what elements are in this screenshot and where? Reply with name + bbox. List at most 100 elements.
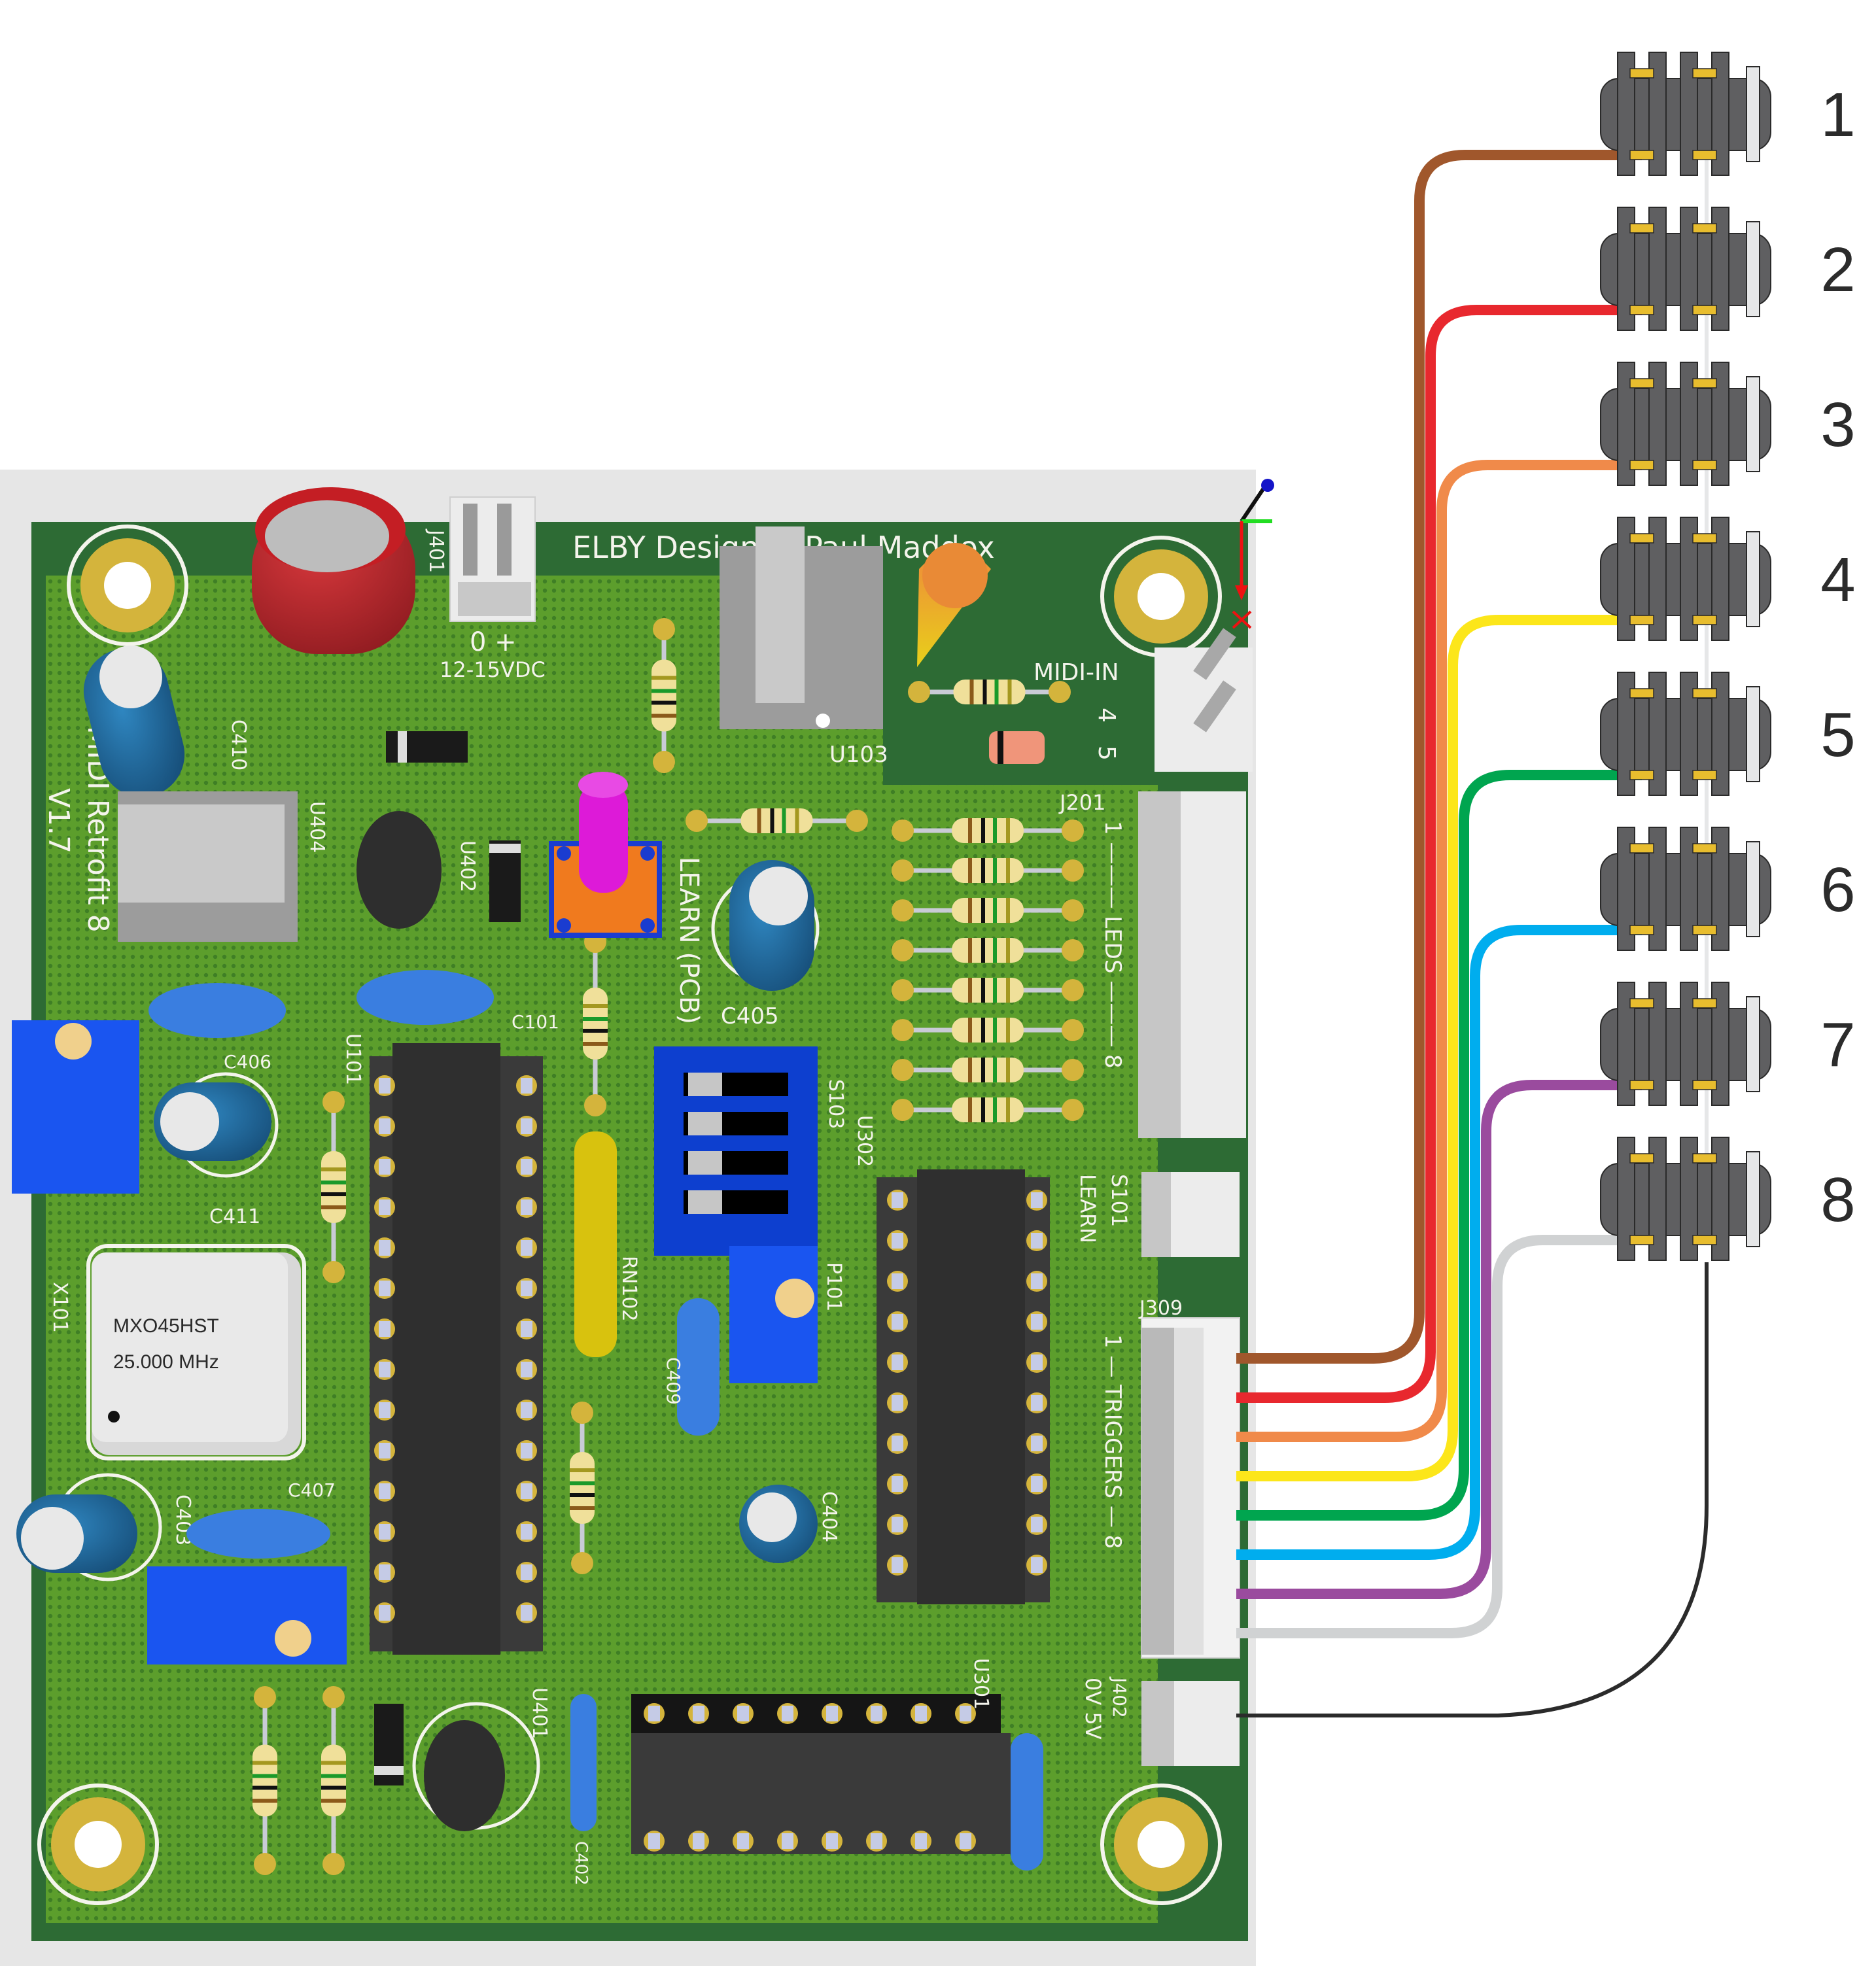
ic-pin-lead [379,1362,391,1377]
c402-ref: C402 [571,1841,591,1886]
jack-5: 5 [1600,672,1856,796]
ic-pin-lead [1031,1314,1043,1330]
oscillator-x101 [86,1244,306,1460]
ic-pin-lead [782,1833,793,1849]
ic-pin-lead [521,1199,532,1215]
capacitor-c406 [148,983,286,1038]
c410-ref: C410 [227,719,250,770]
ic-pin-lead [892,1314,903,1330]
capacitor-c411 [154,1072,279,1178]
ic-pin-lead [892,1192,903,1208]
ic-pin-lead [1031,1233,1043,1249]
trigger-wire-5 [1236,770,1642,1521]
ic-pin-lead [826,1833,838,1849]
dip-switch-toggle [688,1151,722,1175]
c409-ref: C409 [663,1357,684,1405]
ic-pin-lead [521,1118,532,1134]
ic-pin-lead [379,1402,391,1418]
ic-pin-lead [892,1233,903,1249]
u301-ref: U301 [969,1658,992,1710]
dip-switch-toggle [688,1112,722,1135]
capacitor-c407 [186,1509,330,1559]
rn102-ref: RN102 [617,1256,640,1322]
jack-7: 7 [1600,982,1856,1106]
capacitor-c101 [356,970,494,1025]
jack-number: 1 [1820,80,1855,150]
ic-pin-lead [521,1524,532,1540]
ic-pin-lead [1031,1273,1043,1289]
ic-pin-lead [521,1402,532,1418]
resistor [321,1686,346,1875]
ic-u103 [720,526,883,729]
ic-pin-lead [521,1483,532,1499]
jack-number: 6 [1820,855,1855,925]
ic-pin-lead [648,1706,660,1721]
c405-ref: C405 [721,1003,779,1029]
ic-pin-lead [521,1564,532,1580]
power-polarity: 0 + [470,627,517,657]
trigger-wire-2 [1236,305,1642,1403]
ic-pin-lead [915,1833,927,1849]
ic-pin-lead [379,1321,391,1337]
midi-connector [1155,628,1253,772]
ic-pin-lead [521,1362,532,1377]
ic-pin-lead [1031,1354,1043,1370]
midi-pin-5: 5 [1093,746,1120,761]
ic-pin-lead [521,1443,532,1458]
ic-pin-lead [693,1833,704,1849]
ic-pin-lead [871,1833,882,1849]
oscillator-frequency: 25.000 MHz [113,1351,219,1373]
ic-pin-lead [960,1833,971,1849]
u402-ref: U402 [456,840,479,892]
jack-number: 5 [1820,700,1855,770]
ic-pin-lead [521,1605,532,1621]
learn-pcb-label: LEARN (PCB) [674,857,704,1024]
u101-ref: U101 [341,1033,364,1085]
jack-2: 2 [1600,207,1856,331]
ic-pin-lead [648,1833,660,1849]
ic-pin-lead [737,1833,749,1849]
transistor-u402 [356,811,442,929]
power-connector-j401 [449,496,536,622]
triggers-label: 1 — TRIGGERS — 8 [1100,1334,1126,1549]
ic-pin-lead [1031,1557,1043,1573]
triggers-connector-j309 [1141,1317,1240,1659]
ic-pin-lead [892,1436,903,1451]
trigger-wire-4 [1236,615,1642,1481]
resistor [892,1097,1084,1122]
bulk-capacitor [252,487,415,654]
ic-pin-lead [379,1524,391,1540]
mounting-hole [37,1784,159,1905]
learn-connector-s101 [1141,1172,1240,1257]
ic-pin-lead [1031,1395,1043,1411]
trigger-wire-8 [1236,1235,1642,1638]
jack-number: 7 [1820,1010,1855,1080]
ic-pin-lead [960,1706,971,1721]
ic-pin-lead [379,1078,391,1094]
u103-ref: U103 [829,742,888,768]
jack-1: 1 [1600,52,1856,176]
jack-6: 6 [1600,827,1856,951]
ic-pin-lead [521,1281,532,1296]
j309-ref: J309 [1138,1297,1183,1320]
midi-diode [989,731,1045,764]
oscillator-part: MXO45HST [113,1315,219,1337]
supply-label: 0V 5V [1081,1678,1105,1740]
ic-pin-lead [892,1273,903,1289]
ic-pin-lead [379,1199,391,1215]
learn-label: LEARN [1075,1174,1100,1243]
trigger-wire-7 [1236,1080,1642,1599]
resistor [908,680,1071,704]
resistor [570,1402,595,1574]
jack-8: 8 [1600,1137,1856,1261]
board-version: V1.7 [42,788,75,854]
axis-gizmo-icon [1232,479,1274,629]
resistor [892,898,1084,923]
midi-led [917,543,991,667]
ic-pin-lead [379,1240,391,1256]
trigger-wire-6 [1236,925,1642,1560]
ic-pin-lead [379,1443,391,1458]
mounting-hole [1100,536,1222,657]
